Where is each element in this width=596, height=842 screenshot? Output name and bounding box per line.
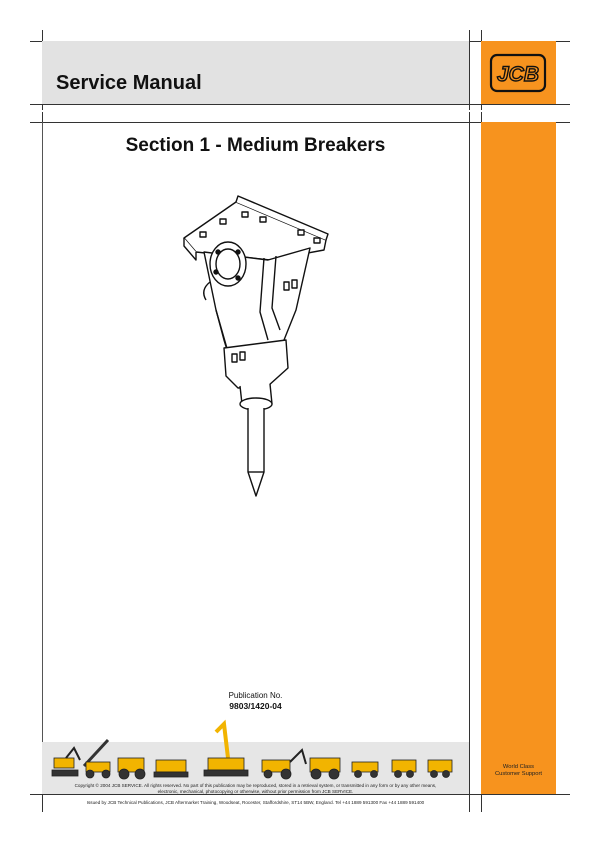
jcb-machine-range-illustration	[51, 719, 453, 780]
skid-steer-icon	[391, 759, 417, 773]
excavator-arm-icon	[214, 719, 230, 759]
collar-slot	[239, 351, 246, 361]
wheel-icon	[280, 768, 292, 780]
chisel-tool	[247, 408, 265, 497]
mini-excavator-icon	[53, 757, 75, 769]
access-slot	[283, 281, 290, 291]
excavator-icon	[207, 757, 245, 771]
wheel-icon	[263, 769, 273, 779]
tagline-line-1: World Class	[502, 764, 535, 770]
logo-wordmark: JCB	[497, 63, 539, 86]
wheel-icon	[430, 770, 438, 778]
wheel-icon	[118, 768, 130, 780]
crop-mark	[481, 786, 482, 812]
copyright-line-2: electronic, mechanical, photocopying or …	[157, 789, 354, 794]
wheel-icon	[442, 770, 450, 778]
wheel-loader-icon	[117, 757, 145, 773]
brand-sidebar	[481, 122, 556, 794]
logo-outline-icon	[489, 53, 547, 93]
housing-rib	[271, 255, 281, 331]
wheel-icon	[394, 770, 402, 778]
cylinder-cap-inner	[215, 248, 241, 280]
header-band	[42, 41, 469, 104]
wheel-icon	[101, 769, 111, 779]
collar-slot	[231, 353, 238, 363]
bolt-hole	[199, 231, 207, 238]
tagline-line-2: Customer Support	[494, 771, 543, 777]
bolt-hole	[219, 218, 227, 225]
wheel-icon	[406, 770, 414, 778]
wheel-icon	[370, 770, 378, 778]
bolt-hole	[241, 211, 249, 218]
copyright-notice: Copyright © 2004 JCB SERVICE. All rights…	[42, 783, 469, 795]
jcb-logo: JCB	[489, 53, 547, 93]
access-slot	[291, 279, 298, 289]
telehandler-icon	[85, 761, 111, 773]
cap-bolt	[235, 275, 241, 281]
backhoe-loader-icon	[261, 759, 291, 773]
mounting-plate-edge	[183, 238, 197, 261]
publication-number: 9803/1420-04	[229, 701, 282, 711]
wheel-icon	[85, 769, 95, 779]
backhoe-arm-icon	[289, 748, 307, 765]
crop-mark	[481, 112, 482, 130]
cap-bolt	[213, 269, 219, 275]
dozer-icon	[155, 759, 187, 773]
crop-mark	[42, 112, 43, 130]
hydraulic-breaker-illustration	[183, 195, 329, 497]
tagline: World Class Customer Support	[481, 764, 556, 778]
wheel-icon	[354, 770, 362, 778]
track-icon	[51, 769, 79, 777]
bolt-hole	[259, 216, 267, 223]
wheel-icon	[310, 768, 322, 780]
crop-mark	[30, 104, 570, 105]
bolt-hole	[313, 237, 321, 244]
bolt-hole	[297, 229, 305, 236]
loading-shovel-icon	[309, 757, 341, 773]
cap-bolt	[235, 249, 241, 255]
crop-mark	[30, 122, 570, 123]
brand-panel	[481, 41, 556, 104]
track-icon	[203, 769, 249, 777]
page-title: Service Manual	[56, 72, 202, 94]
section-title: Section 1 - Medium Breakers	[125, 135, 386, 156]
housing-rib	[259, 257, 269, 341]
crop-mark	[30, 794, 570, 795]
lower-collar	[223, 339, 289, 389]
crop-mark	[469, 30, 470, 110]
track-icon	[153, 771, 189, 778]
wheel-icon	[328, 768, 340, 780]
copyright-line-1: Copyright © 2004 JCB SERVICE. All rights…	[74, 783, 437, 788]
cap-bolt	[215, 249, 221, 255]
forklift-icon	[351, 761, 379, 773]
mini-excavator-arm-icon	[65, 746, 81, 761]
crop-mark	[42, 786, 43, 812]
crop-mark	[469, 112, 470, 812]
hose-fitting	[203, 281, 211, 301]
content-frame	[42, 122, 469, 794]
dumper-icon	[427, 759, 453, 773]
publication-label: Publication No.	[228, 691, 283, 700]
mounting-plate-lip	[235, 195, 329, 241]
wheel-icon	[134, 768, 146, 780]
issued-by: Issued by JCB Technical Publications, JC…	[86, 800, 425, 805]
